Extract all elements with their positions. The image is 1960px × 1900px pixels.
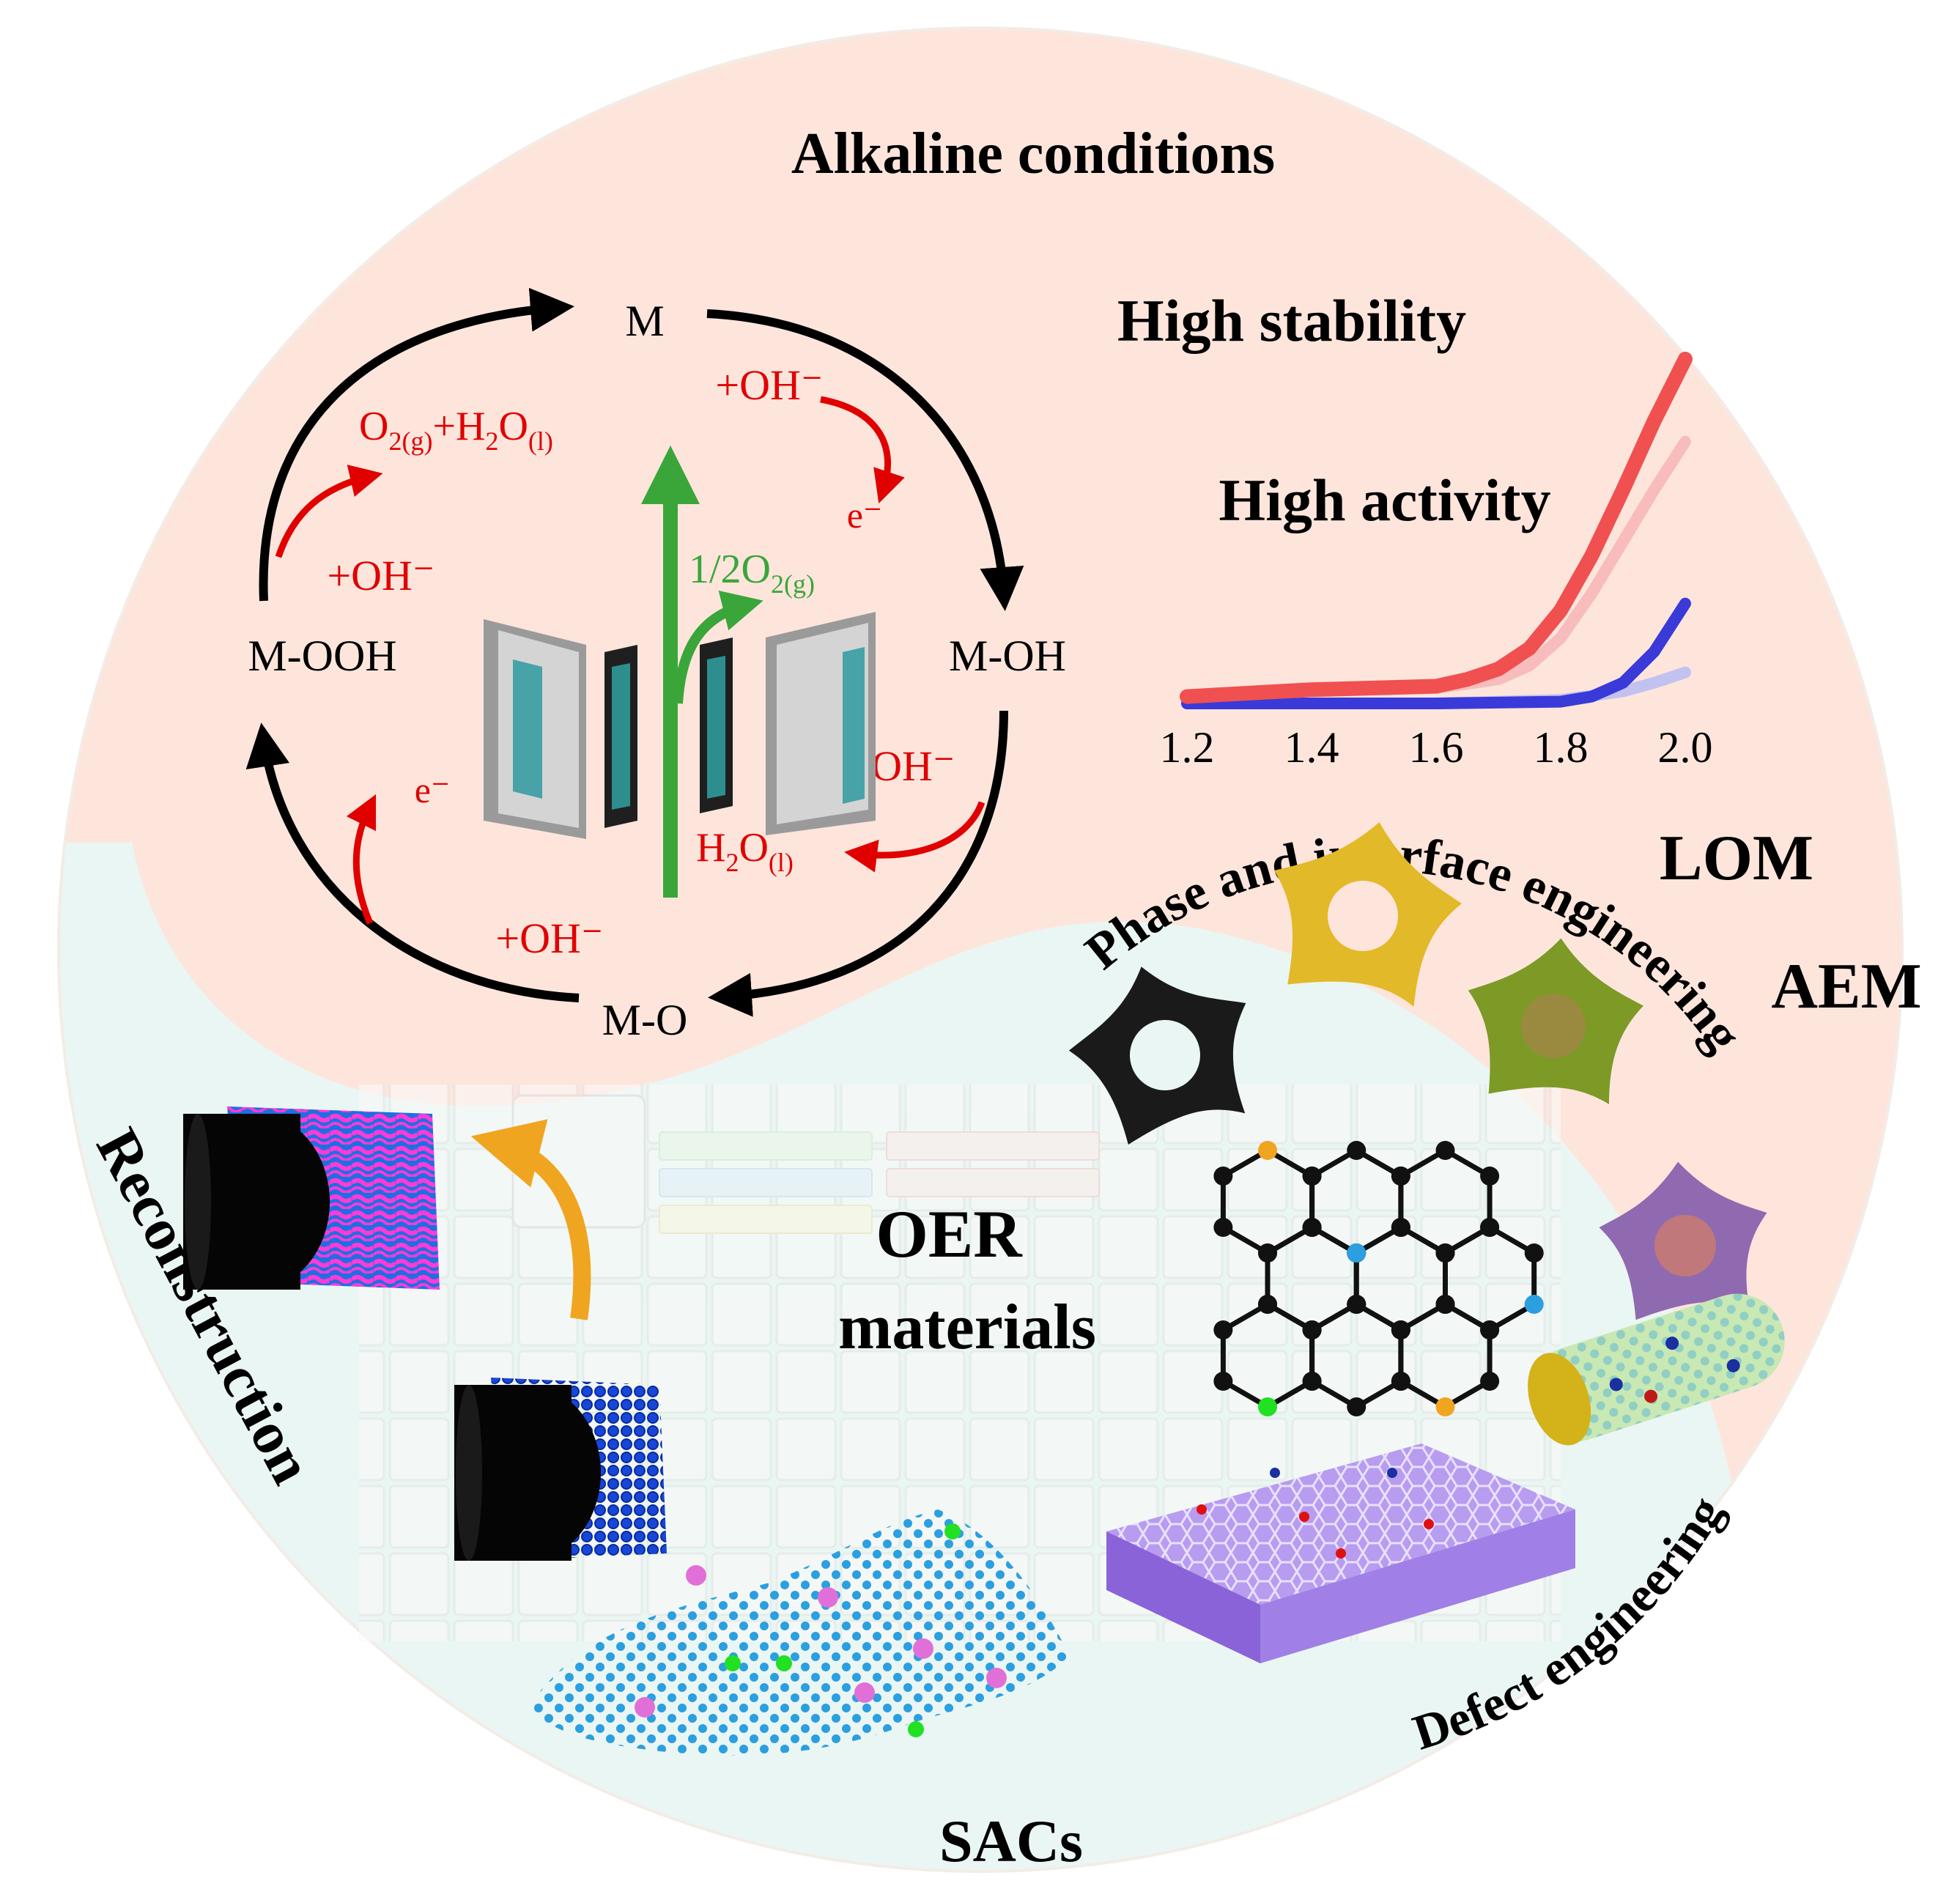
lattice-atom [1258,1397,1277,1416]
outer-ring [57,26,1904,1873]
electron-right: e⁻ [847,495,883,536]
species-m-ooh: M-OOH [248,632,396,680]
doped-sheet-icon [1106,1444,1575,1663]
chart-series-3 [1181,597,1691,709]
x-tick-label: 1.4 [1284,723,1339,772]
lattice-atom [1435,1295,1455,1314]
electron-left: e⁻ [415,769,451,810]
chart-series-group [1180,352,1693,709]
star-particle-icon [1068,821,1767,1320]
lattice-atom [1435,1397,1455,1416]
electrolyzer-cell-icon [484,612,876,839]
single-atom-catalyst-icon [528,1509,1070,1756]
lattice-atom [1524,1295,1544,1314]
title-alkaline: Alkaline conditions [791,122,1275,186]
lattice-atom [1258,1141,1277,1160]
lattice-atom [1213,1320,1233,1339]
lattice-atom [1347,1243,1367,1263]
lsv-chart: 1.2 1.4 1.6 1.8 2.0 [1160,352,1713,772]
lattice-atom [1480,1167,1500,1186]
lattice-atom [1213,1218,1233,1237]
lattice-atom [1302,1218,1322,1237]
lattice-atom [1302,1167,1322,1186]
lattice-atom [1213,1167,1233,1186]
reagent-oh-left: +OH⁻ [327,552,434,599]
lattice-atom [1347,1141,1367,1160]
lattice-atom [1435,1243,1455,1263]
species-m-oh: M-OH [949,632,1066,680]
lattice-atom [1258,1295,1277,1314]
x-tick-label: 1.6 [1409,723,1464,772]
lattice-atom [1391,1320,1410,1339]
hexagonal-lattice-icon [1213,1141,1544,1416]
lattice-atom [1391,1218,1410,1237]
nanotube-icon [1528,1293,1785,1446]
label-sacs: SACs [939,1808,1083,1874]
x-tick-label: 2.0 [1658,723,1713,772]
cube-pristine-icon [454,1378,667,1561]
cube-reconstructed-icon [183,1106,440,1290]
green-o2-arrow [641,446,763,898]
lattice-atom [1258,1243,1277,1263]
reagent-oh-top: +OH⁻ [715,361,823,409]
lattice-atom [1347,1397,1367,1416]
label-lom: LOM [1660,823,1813,894]
lattice-atom [1213,1372,1233,1391]
chart-series-1 [1180,352,1693,704]
species-m-o: M-O [602,996,688,1044]
product-half-o2: 1/2O2(g) [689,547,815,599]
lattice-atom [1480,1372,1500,1391]
alkaline-region [59,28,1902,1722]
chart-tick-labels: 1.2 1.4 1.6 1.8 2.0 [1160,723,1713,772]
lattice-atom [1524,1243,1544,1263]
x-tick-label: 1.8 [1534,723,1589,772]
lattice-atom [1480,1320,1500,1339]
label-high-stability: High stability [1117,287,1466,354]
reagent-oh-bottom: +OH⁻ [495,914,603,962]
reconstruction-arrow [470,1119,591,1320]
lattice-atom [1391,1167,1410,1186]
x-tick-label: 1.2 [1160,723,1215,772]
product-o2-h2o: O2(g)+H2O(l) [359,404,553,456]
label-aem: AEM [1771,951,1921,1022]
lattice-atom [1480,1218,1500,1237]
lattice-atom [1302,1372,1322,1391]
species-m: M [625,297,664,345]
label-high-activity: High activity [1218,467,1550,533]
lattice-atom [1347,1295,1367,1314]
label-oer: OER [876,1197,1023,1271]
lattice-atom [1391,1372,1410,1391]
lattice-atom [1302,1320,1322,1339]
label-materials: materials [838,1292,1096,1363]
lattice-atom [1435,1141,1455,1160]
product-h2o: H2O(l) [696,825,794,877]
cycle-arrows [245,287,1024,1017]
red-arrows [275,396,985,925]
